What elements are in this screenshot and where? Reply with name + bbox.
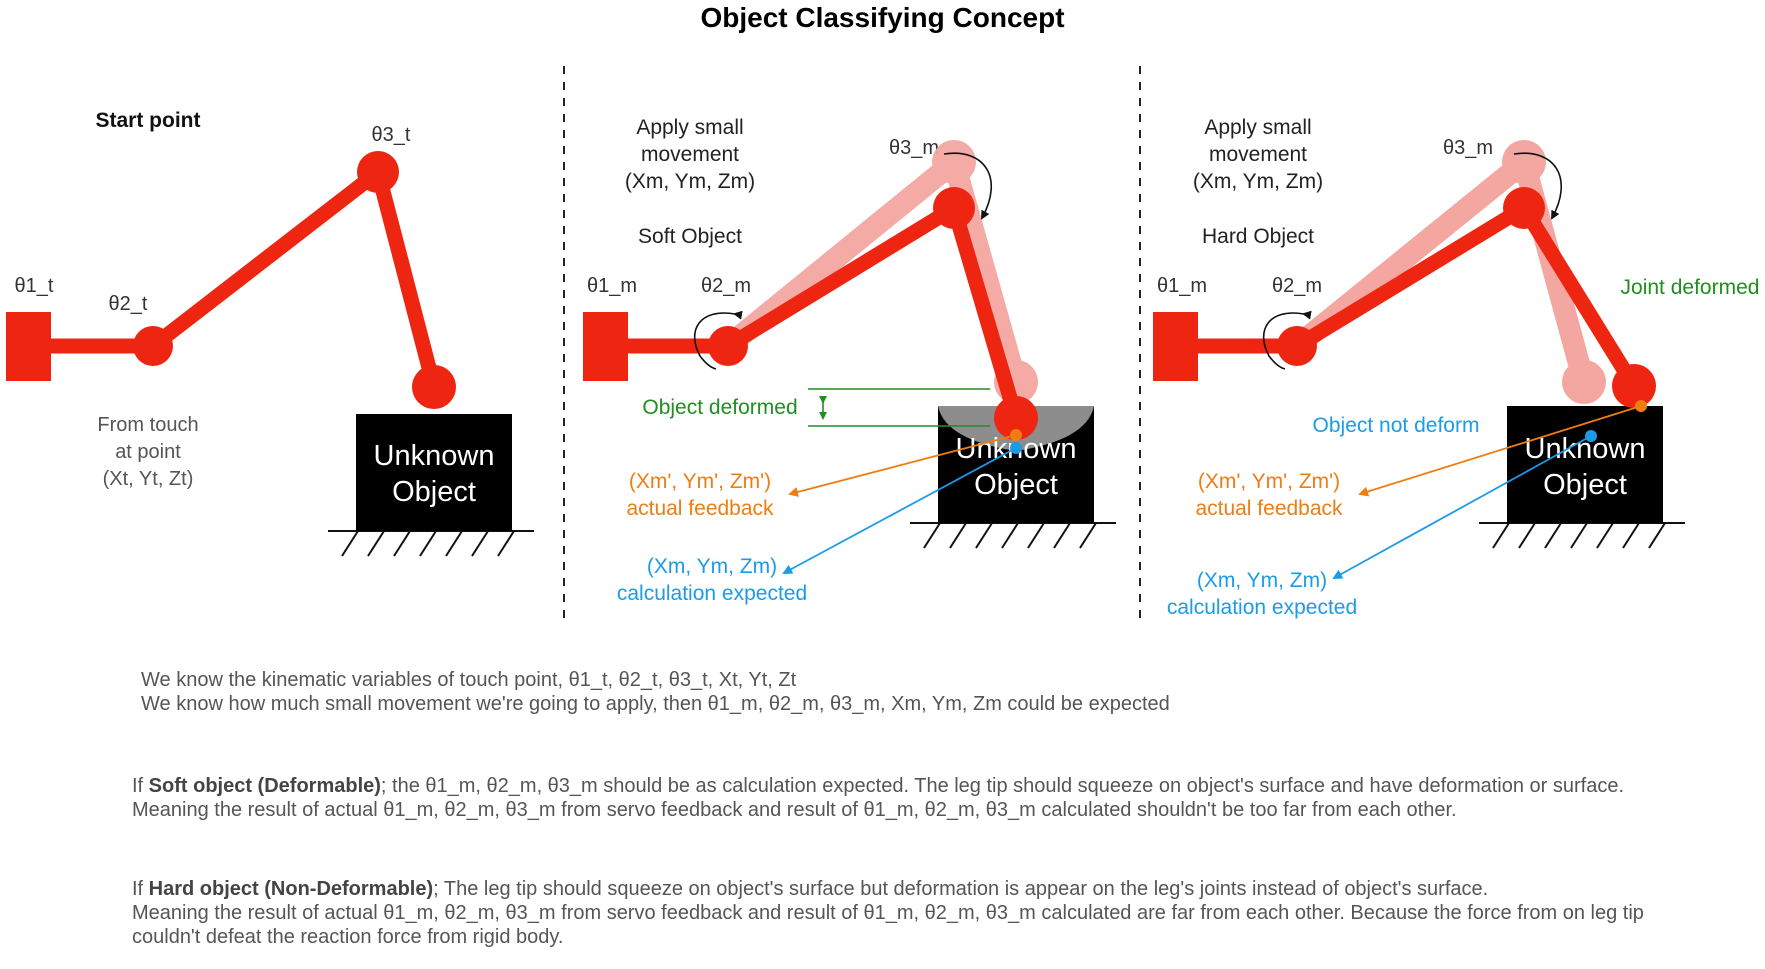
rotation-arrow-theta3	[1513, 152, 1562, 220]
note-line: We know the kinematic variables of touch…	[141, 669, 797, 691]
move-label-line1: Apply small	[1204, 116, 1311, 139]
note-paragraph: If Soft object (Deformable); the θ1_m, θ…	[132, 775, 1625, 797]
not-deform-label: Object not deform	[1313, 414, 1480, 437]
leg-tip	[994, 396, 1038, 440]
ground-hatch	[328, 530, 534, 557]
joint-2	[708, 326, 748, 366]
note-line: Meaning the result of actual θ1_m, θ2_m,…	[132, 799, 1457, 821]
actual-arrow	[788, 434, 1017, 497]
hard-object-note: If Hard object (Non-Deformable); The leg…	[132, 877, 1712, 949]
link-2	[724, 201, 958, 353]
expected-arrow	[1332, 435, 1592, 579]
move-label-line2: movement	[641, 143, 739, 166]
theta1-label: θ1_m	[587, 275, 637, 297]
note-line: We know how much small movement we're go…	[141, 693, 1170, 715]
panel-hard: Apply small movement (Xm, Ym, Zm) Hard O…	[1153, 116, 1759, 619]
actual-label-line1: (Xm', Ym', Zm')	[1198, 470, 1340, 493]
rotation-arrow-theta2	[1262, 310, 1312, 370]
link-3	[946, 205, 1024, 421]
theta3-label: θ3_m	[1443, 137, 1493, 159]
theta2-label: θ2_m	[701, 275, 751, 297]
note-bold: Soft object (Deformable)	[148, 775, 381, 797]
theta3-label: θ3_t	[372, 124, 411, 146]
expected-arrow	[782, 447, 1017, 574]
leg-tip	[1612, 364, 1656, 408]
theta2-label: θ2_t	[109, 293, 148, 315]
panel-start: Start point θ1_t θ2_t θ3_t Unknown Objec…	[6, 109, 534, 557]
deform-label: Object deformed	[642, 396, 797, 419]
object-label-line2: Object	[974, 469, 1058, 501]
note-line: Meaning the result of actual θ1_m, θ2_m,…	[132, 902, 1644, 948]
joint-2	[133, 326, 173, 366]
robot-leg	[1153, 187, 1656, 408]
known-variables-note: We know the kinematic variables of touch…	[141, 668, 1691, 716]
link-2	[1293, 201, 1528, 353]
theta1-label: θ1_t	[15, 275, 54, 297]
note-bold: Hard object (Non-Deformable)	[148, 878, 434, 900]
ground-hatch	[910, 522, 1116, 549]
leg-base	[6, 312, 51, 381]
touch-label-line1: From touch	[97, 414, 198, 436]
unknown-object-box	[356, 414, 512, 531]
robot-leg	[6, 151, 456, 409]
rotation-arrow-theta3	[943, 152, 992, 220]
touch-label-line2: at point	[115, 441, 181, 463]
expected-label-line1: (Xm, Ym, Zm)	[1197, 569, 1327, 592]
joint-3	[357, 151, 399, 193]
move-label-line1: Apply small	[636, 116, 743, 139]
rotation-arrow-theta2	[693, 310, 743, 370]
object-label-line2: Object	[1543, 469, 1627, 501]
move-label-line3: (Xm, Ym, Zm)	[625, 170, 755, 193]
object-label-line2: Object	[392, 476, 476, 508]
object-type-label: Hard Object	[1202, 225, 1314, 248]
move-label-line3: (Xm, Ym, Zm)	[1193, 170, 1323, 193]
panel-soft: Apply small movement (Xm, Ym, Zm) Soft O…	[583, 116, 1116, 605]
ghost-leg	[721, 140, 1038, 404]
page-title: Object Classifying Concept	[700, 2, 1065, 33]
joint-deformed-label: Joint deformed	[1621, 276, 1760, 299]
robot-leg	[583, 187, 1038, 440]
ground-hatch	[1479, 522, 1685, 549]
touch-label-line3: (Xt, Yt, Zt)	[103, 468, 194, 490]
theta3-label: θ3_m	[889, 137, 939, 159]
unknown-object-box	[1507, 406, 1663, 523]
soft-object-note: If Soft object (Deformable); the θ1_m, θ…	[132, 774, 1712, 822]
link-2	[148, 166, 383, 352]
link-3	[1517, 204, 1641, 390]
link-3	[370, 170, 442, 389]
actual-label-line1: (Xm', Ym', Zm')	[629, 470, 771, 493]
object-label-line1: Unknown	[374, 440, 495, 472]
leg-base	[583, 312, 628, 381]
theta1-label: θ1_m	[1157, 275, 1207, 297]
expected-label-line2: calculation expected	[1167, 596, 1357, 619]
theta2-label: θ2_m	[1272, 275, 1322, 297]
move-label-line2: movement	[1209, 143, 1307, 166]
leg-tip	[412, 365, 456, 409]
object-type-label: Soft Object	[638, 225, 742, 248]
joint-3	[1503, 187, 1545, 229]
joint-3	[933, 187, 975, 229]
expected-label-line2: calculation expected	[617, 582, 807, 605]
object-label-line1: Unknown	[1525, 433, 1646, 465]
actual-label-line2: actual feedback	[1195, 497, 1343, 520]
joint-2	[1277, 326, 1317, 366]
actual-label-line2: actual feedback	[626, 497, 774, 520]
actual-arrow	[1358, 405, 1642, 497]
start-heading: Start point	[96, 109, 201, 132]
leg-base	[1153, 312, 1198, 381]
concept-diagram: Start point θ1_t θ2_t θ3_t Unknown Objec…	[6, 66, 1759, 620]
expected-label-line1: (Xm, Ym, Zm)	[647, 555, 777, 578]
note-paragraph: If Hard object (Non-Deformable); The leg…	[132, 878, 1489, 900]
